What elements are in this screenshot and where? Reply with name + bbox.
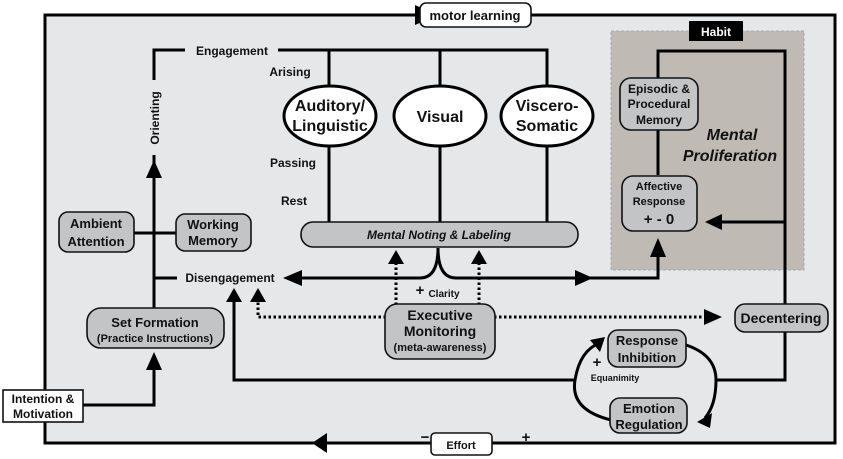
episodic-label-2: Procedural (628, 97, 691, 111)
auditory-label-2: Linguistic (292, 118, 368, 135)
ambient-attention-box (58, 211, 135, 253)
emotion-regulation-box (609, 397, 688, 434)
return-disengagement-arrowhead (226, 288, 242, 302)
episodic-label-1: Episodic & (628, 82, 690, 96)
to-affective-line (575, 255, 660, 280)
orienting-arrowhead (146, 160, 162, 178)
mental-noting-box (300, 221, 579, 248)
disengagement-arrowhead (283, 270, 302, 286)
episodic-label-3: Memory (636, 113, 682, 127)
working-label-2: Memory (188, 233, 239, 248)
working-memory-box (175, 213, 252, 252)
emotion-regulation-arrowhead (697, 413, 712, 428)
affective-up-arrowhead (650, 238, 666, 257)
exec-disengagement-arrowhead (250, 288, 266, 302)
auditory-linguistic-node (282, 84, 378, 148)
noting-fork-line (300, 247, 575, 280)
equanimity-loop-left (572, 341, 612, 422)
episodic-memory-box (619, 77, 699, 131)
working-label-1: Working (187, 217, 239, 232)
affective-response-box (621, 175, 698, 232)
effort-label: Effort (446, 440, 476, 452)
executive-label-2: Monitoring (404, 323, 476, 339)
exec-noting-left-arrowhead (388, 250, 404, 264)
set-formation-box (86, 307, 225, 349)
intention-label-1: Intention & (12, 392, 75, 406)
emotion-regulation-label-1: Emotion (623, 401, 675, 416)
executive-label-3: (meta-awareness) (394, 342, 487, 354)
decentering-label: Decentering (741, 310, 822, 326)
decentering-arrowhead (704, 309, 722, 325)
emotion-regulation-label-2: Regulation (615, 417, 682, 432)
ambient-label-1: Ambient (70, 216, 123, 231)
affective-left-arrowhead (705, 214, 722, 230)
ambient-label-2: Attention (67, 234, 124, 249)
affective-valence: + - 0 (644, 211, 674, 228)
set-formation-label-1: Set Formation (111, 315, 198, 330)
visual-node (392, 84, 488, 148)
effort-box (430, 432, 493, 456)
disengagement-label: Disengagement (185, 271, 274, 285)
set-formation-label-2: (Practice Instructions) (97, 333, 213, 345)
clarity-label: Clarity (428, 289, 460, 300)
decentering-box (734, 303, 829, 333)
viscero-label-1: Viscero- (516, 98, 579, 115)
effort-plus: + (522, 429, 531, 446)
affective-label-1: Affective (636, 181, 682, 193)
exec-noting-right-arrowhead (471, 250, 487, 264)
response-inhibition-label-2: Inhibition (618, 350, 677, 365)
mental-proliferation-label-1: Mental (707, 127, 758, 144)
viscero-label-2: Somatic (516, 118, 578, 135)
orienting-label: Orienting (148, 91, 162, 144)
response-inhibition-label-1: Response (616, 333, 678, 348)
orienting-engagement-line (152, 48, 185, 80)
effort-minus: − (421, 429, 430, 446)
passing-label: Passing (270, 156, 316, 170)
intention-to-set-line (83, 368, 156, 407)
arising-label: Arising (269, 65, 310, 79)
response-inhibition-box (607, 329, 687, 368)
viscero-somatic-node (499, 84, 595, 148)
executive-monitoring-box (384, 303, 496, 360)
auditory-label-1: Auditory/ (295, 98, 366, 115)
habit-label: Habit (701, 25, 731, 39)
rest-label: Rest (281, 194, 307, 208)
motor-learning-box (419, 2, 532, 28)
affective-label-2: Response (633, 196, 686, 208)
equanimity-label: Equanimity (591, 373, 640, 383)
intention-label-2: Motivation (13, 407, 73, 421)
return-to-disengagement-line (232, 300, 575, 382)
mental-noting-label: Mental Noting & Labeling (367, 228, 512, 242)
effort-left-arrowhead (312, 433, 327, 453)
response-inhibition-arrowhead (590, 337, 605, 352)
visual-label: Visual (417, 109, 464, 126)
equanimity-plus: + (593, 354, 602, 371)
habit-label-box (689, 21, 743, 41)
motor-learning-label: motor learning (429, 8, 520, 23)
set-formation-arrowhead (146, 352, 162, 370)
engagement-label: Engagement (196, 44, 268, 58)
clarity-plus: + (416, 282, 425, 299)
intention-motivation-box (2, 389, 84, 423)
executive-label-1: Executive (407, 307, 473, 323)
mental-proliferation-label-2: Proliferation (683, 148, 777, 165)
equanimity-loop-right (685, 343, 718, 419)
